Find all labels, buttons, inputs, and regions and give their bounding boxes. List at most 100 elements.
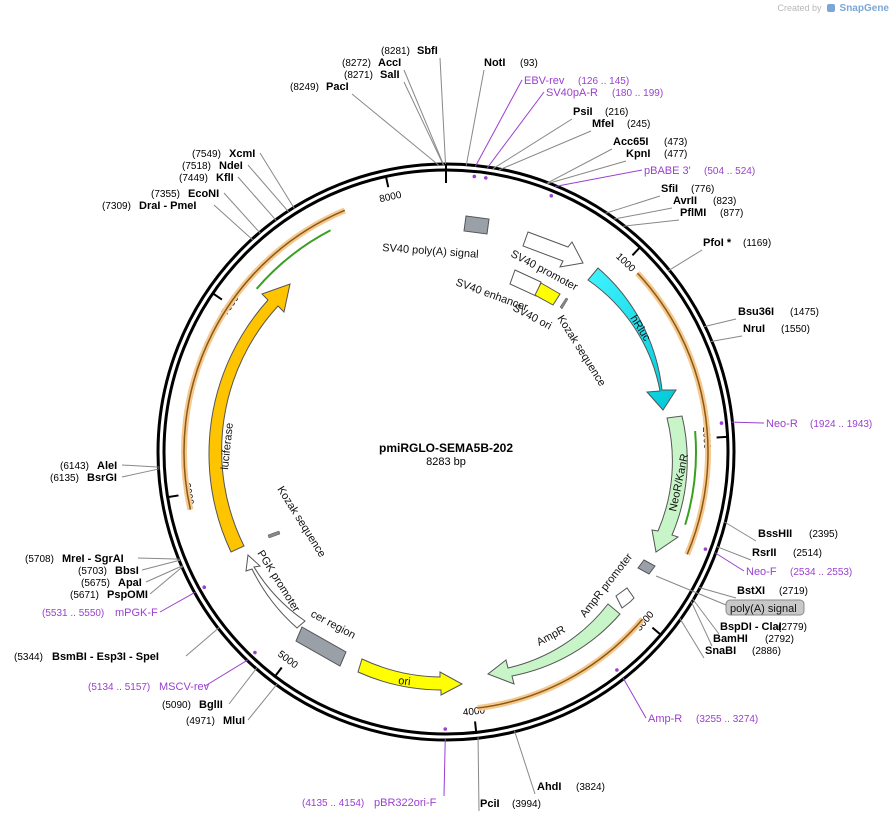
feature-kozak-top-shape[interactable] (559, 297, 569, 310)
svg-text:(3994): (3994) (512, 799, 541, 810)
primer-binding-mark (703, 547, 708, 551)
site-bsrgi[interactable]: (6135)BsrGI (50, 472, 117, 484)
orf-arc-luciferase[interactable] (183, 209, 346, 510)
site-ndei[interactable]: (7518)NdeI (182, 160, 243, 172)
site-sfii[interactable]: SfiI(776) (661, 183, 714, 195)
feature-cer-region-shape[interactable] (295, 626, 347, 667)
site-xcmi[interactable]: (7549)XcmI (192, 148, 255, 160)
svg-text:(7449): (7449) (179, 173, 208, 184)
site-connector (498, 130, 592, 171)
orf-arc-hrluc-neo[interactable] (636, 272, 709, 555)
primer-neo-f[interactable]: Neo-F(2534 .. 2553) (746, 566, 852, 578)
site-snabi[interactable]: SnaBI(2886) (705, 645, 781, 657)
feature-ori-shape[interactable] (357, 658, 464, 696)
site-bglii[interactable]: (5090)BglII (162, 699, 223, 711)
svg-text:(5134 .. 5157): (5134 .. 5157) (88, 682, 150, 693)
feature-sv40-ori-shape[interactable] (534, 282, 561, 306)
site-connector (213, 204, 254, 241)
orf-arc-neor[interactable] (684, 430, 697, 526)
site-drai-pmei[interactable]: (7309)DraI - PmeI (102, 200, 196, 212)
svg-text:EcoNI: EcoNI (188, 188, 219, 200)
primer-pbabe3[interactable]: pBABE 3'(504 .. 524) (644, 165, 755, 177)
site-avrii[interactable]: AvrII(823) (673, 195, 736, 207)
site-bbsi[interactable]: (5703)BbsI (78, 565, 139, 577)
primer-connector (731, 421, 765, 424)
plasmid-name: pmiRGLO-SEMA5B-202 (379, 441, 513, 455)
primer-neo-r[interactable]: Neo-R(1924 .. 1943) (766, 418, 872, 430)
site-pfoi[interactable]: PfoI *(1169) (703, 237, 771, 249)
site-rsrii[interactable]: RsrII(2514) (752, 547, 822, 559)
orf-arcs (181, 207, 711, 712)
site-bstxi[interactable]: BstXI(2719) (737, 585, 808, 597)
site-pflmi[interactable]: PflMI(877) (680, 207, 743, 219)
site-acci[interactable]: (8272)AccI (342, 57, 401, 69)
svg-text:EBV-rev: EBV-rev (524, 75, 565, 87)
site-pspomi[interactable]: (5671)PspOMI (70, 589, 148, 601)
orf-arc-ampr[interactable] (477, 618, 644, 709)
site-econi[interactable]: (7355) EcoNI (151, 188, 219, 200)
site-pcii[interactable]: PciI(3994) (480, 798, 541, 810)
site-kfli[interactable]: (7449)KflI (179, 172, 234, 184)
orf-arc-halo[interactable] (181, 207, 346, 511)
site-noti[interactable]: NotI(93) (484, 57, 538, 69)
site-psii[interactable]: PsiI(216) (573, 106, 628, 118)
site-bspdi-clai[interactable]: BspDI - ClaI(2779) (720, 621, 807, 633)
site-ahdi[interactable]: AhdI(3824) (537, 781, 605, 793)
feature-pgk-promoter-shape[interactable] (245, 553, 306, 629)
orf-arc-luc-green[interactable] (255, 229, 331, 290)
svg-text:(7355): (7355) (151, 189, 180, 200)
site-paci[interactable]: (8249)PacI (290, 81, 349, 93)
feature-sv40-promoter-shape[interactable] (522, 231, 584, 268)
site-bsmbi-esp3i-spei[interactable]: (5344)BsmBI - Esp3I - SpeI (14, 651, 159, 663)
feature-sv40-polya-shape[interactable] (463, 215, 490, 235)
primer-mpgk-f[interactable]: (5531 .. 5550)mPGK-F (42, 607, 158, 619)
polya-pill[interactable]: poly(A) signal (655, 575, 805, 616)
feature-kozak-bottom-shape[interactable] (267, 530, 281, 539)
primer-binding-mark (253, 650, 257, 655)
svg-text:BamHI: BamHI (713, 633, 748, 645)
feature-luciferase-shape[interactable] (208, 283, 291, 553)
site-mlui[interactable]: (4971)MluI (186, 715, 245, 727)
site-kpni[interactable]: KpnI(477) (626, 148, 687, 160)
site-mrei-sgrai[interactable]: (5708)MreI - SgrAI (25, 553, 124, 565)
primer-pbr322ori-f[interactable]: (4135 .. 4154)pBR322ori-F (302, 797, 437, 809)
svg-text:(8249): (8249) (290, 82, 319, 93)
feature-ampr-promoter-shape[interactable] (615, 587, 635, 609)
site-acc65i[interactable]: Acc65I(473) (613, 136, 687, 148)
site-connector (185, 627, 220, 657)
svg-text:Neo-R: Neo-R (766, 418, 798, 430)
primer-amp-r[interactable]: Amp-R(3255 .. 3274) (648, 713, 758, 725)
svg-text:(245): (245) (627, 119, 650, 130)
feature-hrluc-shape[interactable] (587, 267, 677, 411)
site-nrui[interactable]: NruI(1550) (743, 323, 810, 335)
site-mfei[interactable]: MfeI(245) (592, 118, 650, 130)
site-connector (247, 164, 290, 213)
svg-text:(5703): (5703) (78, 566, 107, 577)
svg-text:SV40pA-R: SV40pA-R (546, 87, 598, 99)
primer-ebv-rev[interactable]: EBV-rev(126 .. 145) (524, 75, 629, 87)
site-sbfi[interactable]: (8281)SbfI (381, 45, 438, 57)
tick-mark (474, 721, 478, 732)
site-bamhi[interactable]: BamHI(2792) (713, 633, 794, 645)
primer-binding-mark (719, 421, 724, 425)
site-sali[interactable]: (8271)SalI (344, 69, 400, 81)
site-alei[interactable]: (6143)AleI (60, 460, 117, 472)
primer-connector (554, 169, 643, 188)
site-bsshii[interactable]: BssHII(2395) (758, 528, 838, 540)
created-by-text: Created by (777, 3, 822, 13)
primer-labels: EBV-rev(126 .. 145) SV40pA-R(180 .. 199)… (42, 75, 872, 809)
feature-shapes (208, 215, 688, 696)
svg-text:(477): (477) (664, 149, 687, 160)
site-connector (237, 176, 277, 221)
primer-sv40pa-r[interactable]: SV40pA-R(180 .. 199) (546, 87, 663, 99)
svg-text:(2514): (2514) (793, 548, 822, 559)
feature-ampr-shape[interactable] (486, 603, 621, 685)
svg-text:(2719): (2719) (779, 586, 808, 597)
site-connector (492, 118, 573, 170)
site-apai[interactable]: (5675)ApaI (81, 577, 142, 589)
feature-neor-shape[interactable] (651, 415, 688, 553)
site-connector (141, 559, 181, 571)
feature-neo-polya-shape[interactable] (637, 559, 656, 575)
primer-mscv-rev[interactable]: (5134 .. 5157)MSCV-rev (88, 681, 210, 693)
site-bsu36i[interactable]: Bsu36I(1475) (738, 306, 819, 318)
